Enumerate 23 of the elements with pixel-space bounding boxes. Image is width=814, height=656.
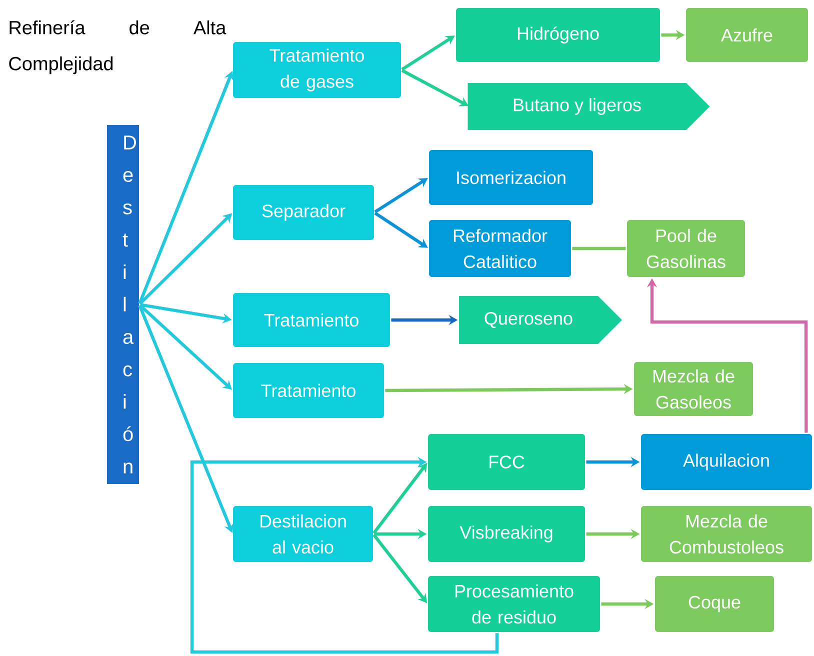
process-box: Mezcla de Gasoleos <box>634 362 753 416</box>
column-box: Destilación <box>107 125 139 484</box>
process-box: Azufre <box>686 8 808 62</box>
process-box: Visbreaking <box>428 506 585 562</box>
process-box: Hidrógeno <box>456 8 660 62</box>
process-box: Tratamiento <box>233 293 390 347</box>
process-box: FCC <box>428 434 585 490</box>
process-box: Alquilacion <box>641 434 812 490</box>
process-box: Isomerizacion <box>429 150 593 205</box>
connector-line <box>572 246 626 250</box>
process-box: Mezcla de Combustoleos <box>641 506 812 562</box>
process-box: Separador <box>233 185 374 240</box>
title-text: Refinería de Alta Complejidad <box>9 20 226 74</box>
arrow-box: Butano y ligeros <box>468 83 710 130</box>
arrow-box: Queroseno <box>459 296 622 344</box>
process-box: Tratamiento <box>233 363 384 418</box>
process-box: Pool de Gasolinas <box>627 220 745 277</box>
process-box: Tratamiento de gases <box>233 42 401 98</box>
arrow <box>190 456 499 654</box>
process-box: Coque <box>655 576 774 632</box>
process-box: Destilacion al vacio <box>233 506 373 562</box>
process-box: Procesamiento de residuo <box>428 576 600 632</box>
process-box: Reformador Catalitico <box>429 220 571 277</box>
